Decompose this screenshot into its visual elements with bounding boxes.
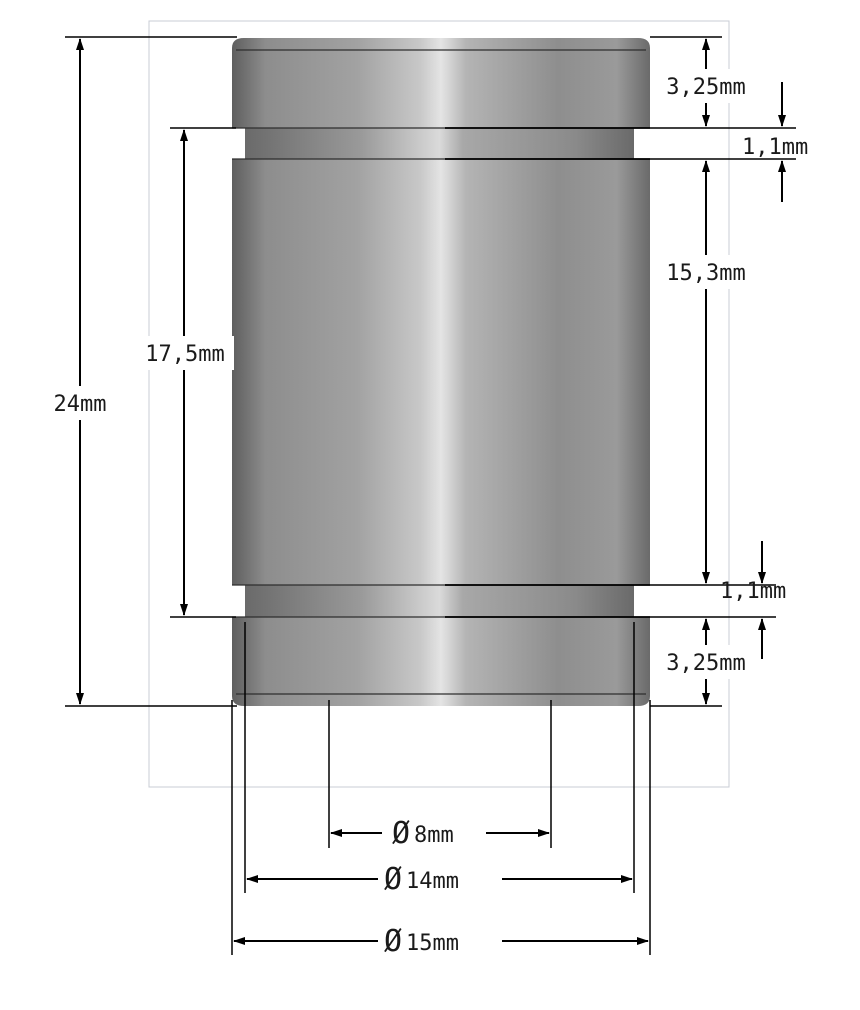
- diameter-symbol: Ø: [384, 862, 402, 897]
- vertical-dimension-lines: [76, 38, 786, 705]
- label-top-groove: 1,1mm: [742, 135, 808, 160]
- label-bore-diameter: Ø 8mm: [392, 816, 454, 851]
- middle-section: [232, 159, 650, 585]
- top-section: [232, 38, 650, 128]
- label-middle-section: 15,3mm: [666, 261, 745, 286]
- outer-diameter-value: 15mm: [406, 931, 459, 956]
- bottom-section: [232, 617, 650, 706]
- label-top-section: 3,25mm: [666, 75, 745, 100]
- label-total-height: 24mm: [54, 392, 107, 417]
- diameter-symbol: Ø: [384, 924, 402, 959]
- groove-diameter-value: 14mm: [406, 869, 459, 894]
- bottom-groove: [245, 585, 634, 617]
- label-bottom-groove: 1,1mm: [720, 579, 786, 604]
- label-outer-diameter: Ø 15mm: [384, 924, 459, 959]
- dimension-labels: 24mm 17,5mm 15,3mm 3,25mm 1,1mm 1,1mm 3,…: [26, 69, 808, 959]
- bushing-part: [232, 38, 650, 706]
- diameter-symbol: Ø: [392, 816, 410, 851]
- extension-lines: [65, 36, 796, 955]
- label-inner-span: 17,5mm: [145, 342, 224, 367]
- horizontal-dimension-lines: [233, 829, 649, 945]
- top-groove: [245, 128, 634, 159]
- view-frame: [148, 20, 730, 788]
- bore-diameter-value: 8mm: [414, 823, 454, 848]
- label-groove-diameter: Ø 14mm: [384, 862, 459, 897]
- label-bottom-section: 3,25mm: [666, 651, 745, 676]
